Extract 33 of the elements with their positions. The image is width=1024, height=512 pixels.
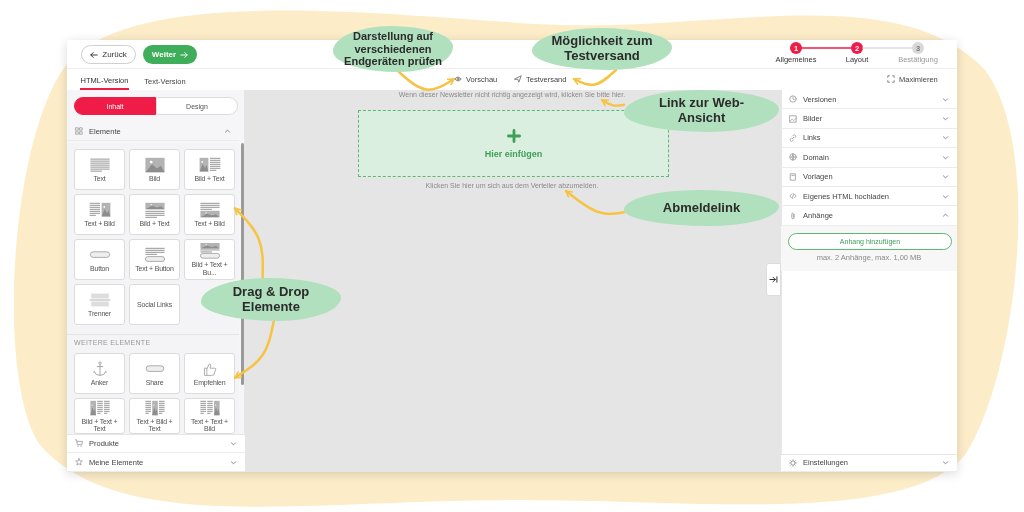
callout-text: Drag & Drop Elemente	[231, 284, 311, 315]
element-tile	[184, 239, 235, 280]
connector-line	[801, 47, 852, 49]
element-tile	[129, 284, 180, 325]
arrow	[233, 207, 265, 280]
callout-text: Darstellung auf verschiedenen Endgeräten prüfen	[343, 30, 443, 68]
element-tile	[129, 194, 180, 235]
element-tile	[129, 353, 180, 394]
drop-zone	[358, 110, 669, 177]
callout-text: Möglichkeit zum Testversand	[550, 34, 654, 64]
element-tile	[184, 398, 235, 434]
element-tile	[74, 284, 125, 325]
element-tile	[184, 149, 235, 190]
element-tile	[74, 239, 125, 280]
back-button: Zurück	[81, 45, 136, 64]
element-tile	[74, 398, 125, 434]
element-tile	[129, 149, 180, 190]
element-tile	[74, 353, 125, 394]
drop-zone-label: Hier einfügen	[484, 148, 543, 159]
element-tile	[129, 239, 180, 280]
element-tile	[129, 398, 180, 434]
next-button: Weiter	[143, 45, 197, 64]
callout-text: Link zur Web-Ansicht	[658, 96, 745, 126]
element-tile	[184, 353, 235, 394]
arrow	[233, 319, 276, 379]
arrow	[572, 68, 618, 87]
arrow	[397, 70, 456, 91]
element-tile	[184, 194, 235, 235]
arrow	[564, 189, 626, 216]
callout-text: Abmeldelink	[662, 200, 741, 216]
arrow	[600, 98, 626, 107]
element-tile	[74, 194, 125, 235]
element-tile	[74, 149, 125, 190]
